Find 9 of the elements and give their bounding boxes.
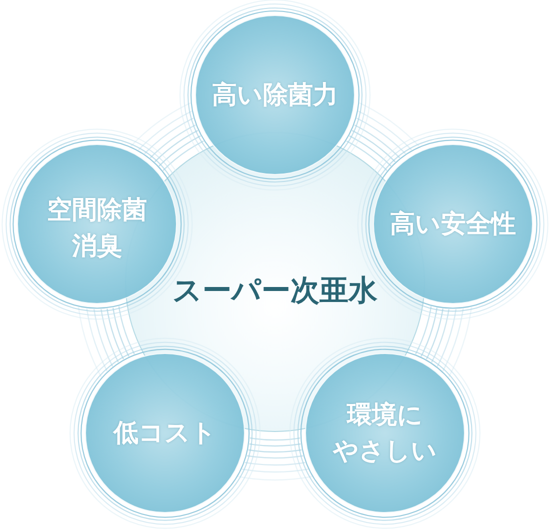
circle-label: スーパー次亜水: [172, 273, 378, 307]
circle-label: 高い安全性: [390, 208, 516, 240]
circle-label: 高い除菌力: [212, 79, 338, 111]
circle-label: 空間除菌消臭: [47, 194, 148, 262]
circle-label: 低コスト: [114, 417, 217, 450]
feature-circle: [195, 15, 355, 175]
circle-label: 環境にやさしい: [332, 399, 437, 468]
feature-circle: [304, 353, 465, 514]
feature-circle: [85, 353, 246, 514]
